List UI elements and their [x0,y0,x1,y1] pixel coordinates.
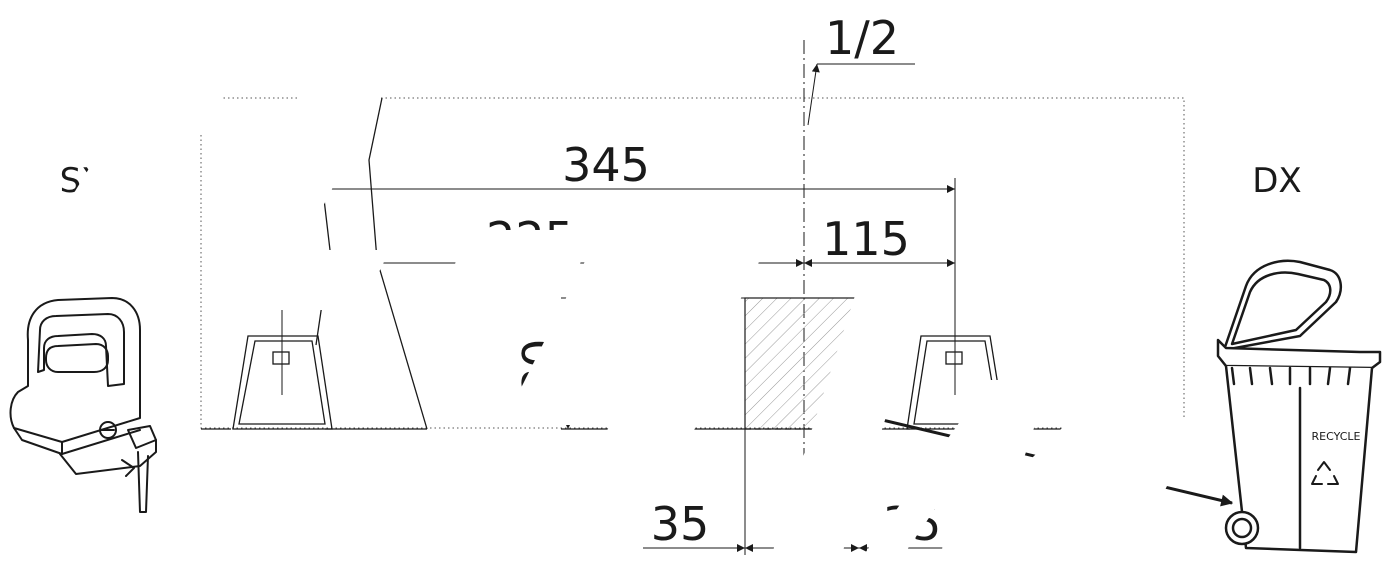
left-foot [232,335,333,430]
recycle-bin-icon [1216,259,1382,554]
dim-cut-half-left: 35 [651,497,710,551]
recycle-label: RECYCLE [1312,430,1361,443]
center-line [803,40,915,555]
dim-center-to-right: 115 [822,212,910,266]
watermark [0,0,1200,560]
dim-overall: 345 [562,138,650,192]
jigsaw-icon [9,297,157,513]
center-fraction-label: 1/2 [825,11,899,65]
right-side-label: DX [1252,161,1301,201]
